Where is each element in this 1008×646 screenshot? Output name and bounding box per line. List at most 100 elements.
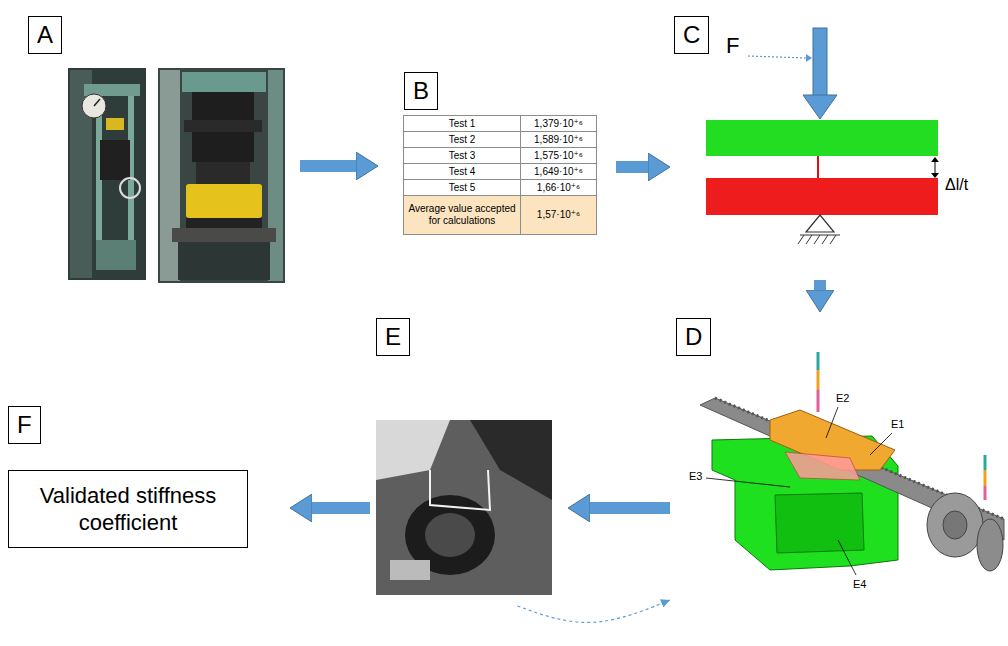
- illustration-part: [817, 352, 820, 370]
- panel: F Validated stiffness coefficient: [6, 402, 288, 554]
- table-cell: Test 3: [403, 147, 521, 164]
- illustration-part: [94, 99, 100, 106]
- panel: E: [372, 314, 566, 604]
- flow-arrow: [814, 280, 826, 290]
- illustration-part: [706, 478, 790, 487]
- table-cell: 1,66·10⁺⁶: [520, 179, 597, 196]
- illustration-part: [268, 70, 283, 281]
- illustration-part: [977, 519, 1003, 571]
- test-photo: [376, 420, 552, 595]
- panel-letter: D: [676, 318, 711, 356]
- illustration-part: [160, 70, 180, 281]
- panel-letter: C: [674, 16, 709, 54]
- illustration-part: [186, 184, 262, 218]
- illustration-part: [376, 420, 450, 480]
- panel-letter: B: [404, 72, 438, 110]
- illustration-part: [806, 235, 812, 244]
- cad-model: [700, 352, 1004, 575]
- illustration-part: [775, 493, 864, 553]
- panel: D E2E1E3E4: [672, 314, 1006, 628]
- illustration-part: [785, 452, 860, 480]
- illustration-part: [196, 162, 250, 184]
- callout-label: E2: [835, 392, 850, 405]
- table-cell: Average value accepted for calculations: [403, 195, 521, 235]
- illustration-part: [186, 218, 262, 228]
- illustration-part: [935, 161, 936, 174]
- callout-label: E3: [688, 470, 703, 483]
- illustration-part: [927, 493, 983, 557]
- illustration-part: [943, 511, 967, 539]
- panel: BTest 11,379·10⁺⁶Test 21,589·10⁺⁶Test 31…: [380, 66, 614, 242]
- press-photo: [68, 68, 146, 280]
- illustration-part: [376, 420, 552, 595]
- illustration-part: [700, 398, 1004, 540]
- illustration-part: [178, 242, 270, 280]
- illustration-part: [931, 173, 939, 178]
- illustration-part: [984, 486, 987, 500]
- gap-label: Δl/t: [944, 176, 969, 194]
- illustration-part: [430, 470, 490, 510]
- illustration-part: [817, 156, 819, 178]
- callout-label: E4: [852, 578, 867, 591]
- illustration-part: [106, 118, 124, 130]
- illustration-part: [96, 240, 136, 270]
- illustration-part: [813, 28, 827, 96]
- table-cell: 1,589·10⁺⁶: [520, 131, 597, 148]
- illustration-part: [838, 540, 856, 575]
- illustration-part: [806, 54, 812, 62]
- illustration-part: [706, 120, 938, 156]
- table-cell: Test 1: [403, 115, 521, 132]
- illustration-part: [470, 420, 552, 500]
- illustration-part: [814, 235, 820, 244]
- result-box: Validated stiffness coefficient: [8, 470, 248, 548]
- flow-arrow: [616, 161, 648, 173]
- table-cell: 1,57·10⁺⁶: [520, 195, 597, 235]
- table-cell: 1,575·10⁺⁶: [520, 147, 597, 164]
- panel-letter: E: [376, 318, 410, 356]
- table-cell: Test 5: [403, 179, 521, 196]
- panel: A: [20, 10, 298, 292]
- illustration-part: [706, 178, 938, 215]
- panel-letter: A: [28, 16, 62, 54]
- table-cell: Test 4: [403, 163, 521, 180]
- illustration-part: [798, 235, 804, 244]
- flow-arrow: [590, 502, 670, 514]
- illustration-part: [68, 68, 146, 280]
- illustration-part: [822, 235, 828, 244]
- illustration-part: [817, 370, 820, 390]
- table-cell: Test 2: [403, 131, 521, 148]
- illustration-part: [817, 390, 820, 412]
- illustration-part: [172, 228, 276, 242]
- illustration-part: [100, 140, 130, 180]
- panel: CF Δl/t: [672, 12, 1004, 278]
- illustration-part: [120, 178, 140, 198]
- force-schematic: [706, 28, 939, 244]
- panel-letter: F: [8, 406, 41, 444]
- illustration-part: [158, 68, 285, 283]
- illustration-part: [182, 72, 266, 92]
- force-label: F: [725, 34, 740, 58]
- illustration-part: [806, 215, 834, 232]
- illustration-part: [425, 513, 475, 557]
- illustration-part: [390, 560, 430, 580]
- illustration-part: [748, 56, 806, 58]
- table-cell: 1,379·10⁺⁶: [520, 115, 597, 132]
- flow-arrow: [312, 502, 370, 514]
- press-photo: [158, 68, 285, 283]
- illustration-part: [803, 95, 837, 119]
- table-cell: 1,649·10⁺⁶: [520, 163, 597, 180]
- illustration-part: [931, 157, 939, 162]
- illustration-part: [826, 407, 838, 438]
- illustration-part: [984, 455, 987, 470]
- illustration-part: [870, 433, 892, 455]
- feedback-arrow: [518, 600, 671, 622]
- illustration-part: [184, 120, 262, 132]
- illustration-part: [984, 470, 987, 486]
- illustration-part: [82, 94, 106, 118]
- flow-arrow: [300, 160, 356, 172]
- illustration-part: [830, 235, 836, 244]
- callout-label: E1: [890, 418, 905, 431]
